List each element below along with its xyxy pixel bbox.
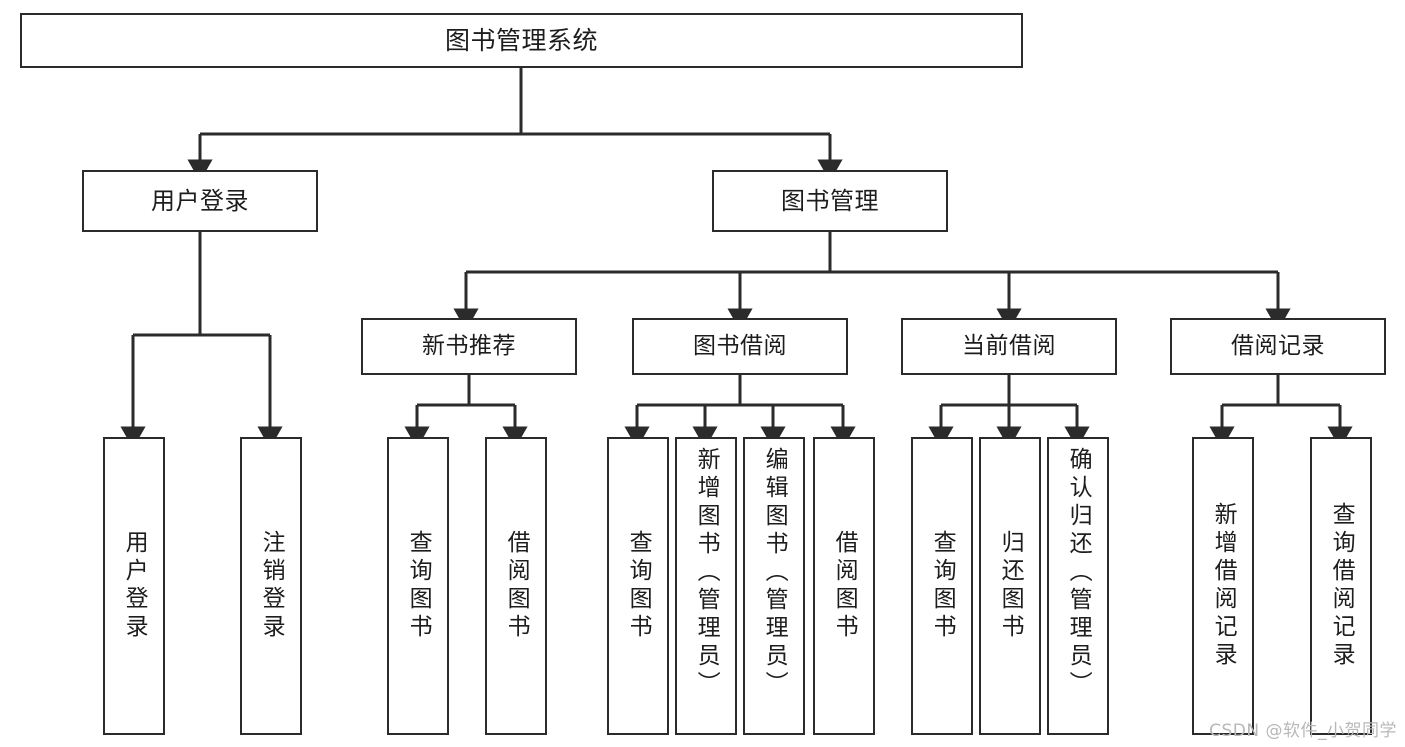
leaf-edit-book-admin[interactable]: 编辑图书（管理员）: [743, 437, 805, 735]
node-label: 注销登录: [258, 530, 285, 642]
leaf-borrow-book-recommend[interactable]: 借阅图书: [485, 437, 547, 735]
node-user-login[interactable]: 用户登录: [82, 170, 318, 232]
node-borrow-record[interactable]: 借阅记录: [1170, 318, 1386, 375]
node-label: 图书管理系统: [444, 25, 598, 55]
leaf-confirm-return-admin[interactable]: 确认归还（管理员）: [1047, 437, 1109, 735]
leaf-borrow-book[interactable]: 借阅图书: [813, 437, 875, 735]
leaf-query-book-borrow[interactable]: 查询图书: [607, 437, 669, 735]
leaf-logout[interactable]: 注销登录: [240, 437, 302, 735]
node-label: 用户登录: [151, 186, 249, 215]
node-label: 查询借阅记录: [1328, 502, 1355, 670]
leaf-return-book[interactable]: 归还图书: [979, 437, 1041, 735]
node-label: 新增借阅记录: [1210, 502, 1237, 670]
node-label: 新书推荐: [422, 332, 516, 359]
node-label: 借阅图书: [831, 530, 858, 642]
node-label: 查询图书: [929, 530, 956, 642]
leaf-add-book-admin[interactable]: 新增图书（管理员）: [675, 437, 737, 735]
node-label: 借阅图书: [503, 530, 530, 642]
node-label: 归还图书: [997, 530, 1024, 642]
node-book-borrow[interactable]: 图书借阅: [632, 318, 848, 375]
node-label: 确认归还（管理员）: [1065, 447, 1092, 699]
node-label: 借阅记录: [1231, 332, 1325, 359]
leaf-add-borrow-record[interactable]: 新增借阅记录: [1192, 437, 1254, 735]
node-label: 图书管理: [781, 186, 879, 215]
node-label: 查询图书: [625, 530, 652, 642]
node-label: 编辑图书（管理员）: [761, 447, 788, 699]
leaf-query-book-recommend[interactable]: 查询图书: [387, 437, 449, 735]
leaf-user-login[interactable]: 用户登录: [103, 437, 165, 735]
node-label: 新增图书（管理员）: [693, 447, 720, 699]
node-label: 查询图书: [405, 530, 432, 642]
csdn-watermark: CSDN @软件_小贺同学: [1209, 721, 1397, 741]
leaf-query-borrow-record[interactable]: 查询借阅记录: [1310, 437, 1372, 735]
node-label: 用户登录: [121, 530, 148, 642]
leaf-query-book-current[interactable]: 查询图书: [911, 437, 973, 735]
node-current-borrow[interactable]: 当前借阅: [901, 318, 1117, 375]
node-new-book-recommend[interactable]: 新书推荐: [361, 318, 577, 375]
node-root-book-management-system[interactable]: 图书管理系统: [20, 13, 1023, 68]
node-book-management[interactable]: 图书管理: [712, 170, 948, 232]
node-label: 当前借阅: [962, 332, 1056, 359]
node-label: 图书借阅: [693, 332, 787, 359]
